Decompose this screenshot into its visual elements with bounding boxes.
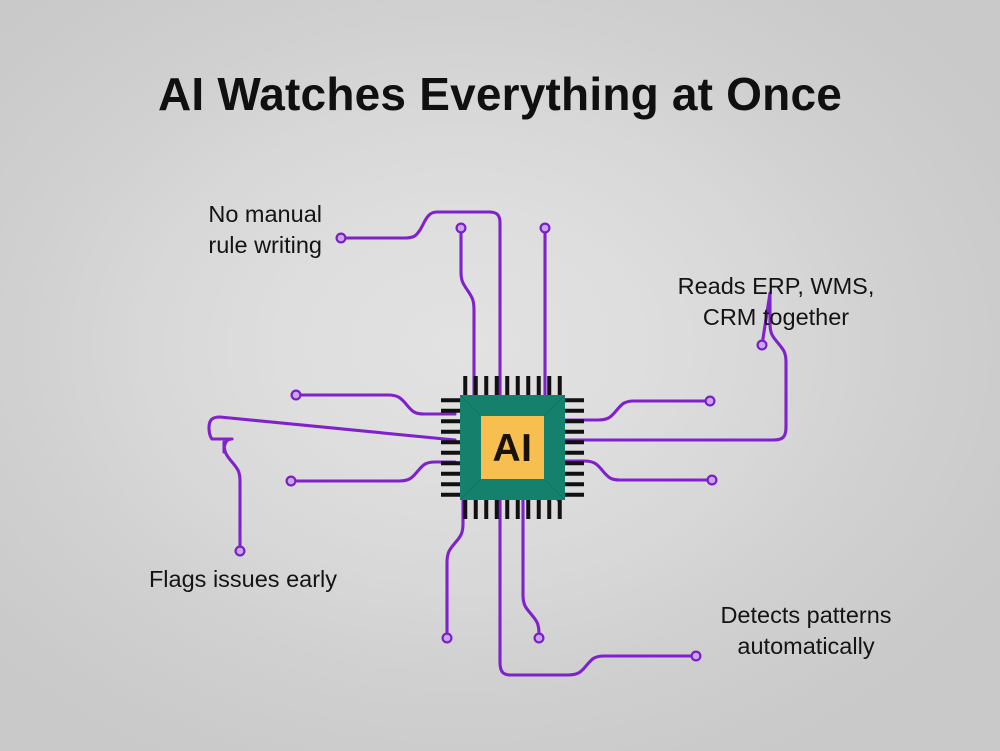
node-bottom-left[interactable] [441,632,453,644]
chip-pin [505,500,510,519]
node-reads-erp-wms-crm[interactable] [756,339,768,351]
trace-bottom-right [521,498,541,640]
chip-bevel-top [460,395,565,416]
chip-pin [441,440,460,445]
chip-pin [565,429,584,434]
chip-pins [441,376,584,519]
node-detects-patterns[interactable] [690,650,702,662]
chip-pin [473,376,478,395]
trace-right-upper [558,399,712,422]
chip-pin [526,376,531,395]
chip-pin [565,461,584,466]
node-flags-issues-early[interactable] [234,545,246,557]
trace-right-lower [558,459,714,482]
chip-pin [505,376,510,395]
chip-pin [565,492,584,497]
trace-left-middle [207,415,457,553]
chip-pin [441,398,460,403]
chip-pin [515,376,520,395]
node-top-short-right[interactable] [539,222,551,234]
chip-pin [547,376,552,395]
circuit-endpoint-nodes [234,222,768,662]
chip-pin [441,408,460,413]
node-left-upper[interactable] [290,389,302,401]
chip-pin [565,398,584,403]
chip-pin [565,419,584,424]
chip-bevel-bottom [460,479,565,500]
chip-pin [441,482,460,487]
chip-pin [494,376,499,395]
chip-pin [441,471,460,476]
label-detects-patterns-automatically: Detects patterns automatically [720,602,891,659]
chip-bevel-right [544,395,565,500]
chip-pin [473,500,478,519]
chip-pin [565,482,584,487]
chip-pin [463,500,468,519]
chip-pin [536,376,541,395]
label-line: No manual [208,201,322,227]
chip-pin [441,461,460,466]
trace-top-short-left [459,226,476,397]
chip-pin [441,492,460,497]
chip-pin [494,500,499,519]
trace-left-upper [294,393,457,416]
chip-pin [441,450,460,455]
chip-pin [557,500,562,519]
chip-pin [565,408,584,413]
label-line: automatically [737,633,874,659]
chip-pin [484,500,489,519]
label-line: Reads ERP, WMS, [678,273,875,299]
label-line: CRM together [703,304,849,330]
node-top-short-left[interactable] [455,222,467,234]
chip-pin [565,450,584,455]
page-title: AI Watches Everything at Once [158,68,842,120]
trace-top-left-to-label [339,210,502,397]
node-left-lower[interactable] [285,475,297,487]
label-line: rule writing [208,232,322,258]
chip-pin [547,500,552,519]
label-line: Flags issues early [149,566,337,592]
chip-pin [565,440,584,445]
trace-bottom-left [445,498,465,640]
chip-pin [536,500,541,519]
label-reads-erp-wms-crm-together: Reads ERP, WMS, CRM together [678,273,875,330]
chip-pin [557,376,562,395]
chip-pin [463,376,468,395]
node-no-manual-rule-writing[interactable] [335,232,347,244]
label-flags-issues-early: Flags issues early [149,566,337,592]
chip-pin [441,429,460,434]
trace-right-middle [558,291,788,442]
label-line: Detects patterns [720,602,891,628]
chip-pin [484,376,489,395]
chip-pin [526,500,531,519]
chip-pin [441,419,460,424]
chip-bevel-left [460,395,481,500]
chip-pin [515,500,520,519]
chip-core [481,416,544,479]
ai-chip[interactable]: AI [441,376,584,519]
node-right-upper[interactable] [704,395,716,407]
trace-bottom-middle [498,498,698,677]
node-bottom-right[interactable] [533,632,545,644]
chip-label: AI [493,427,533,470]
label-no-manual-rule-writing: No manual rule writing [208,201,322,258]
chip-pin [565,471,584,476]
node-right-lower[interactable] [706,474,718,486]
trace-left-lower [289,460,457,483]
